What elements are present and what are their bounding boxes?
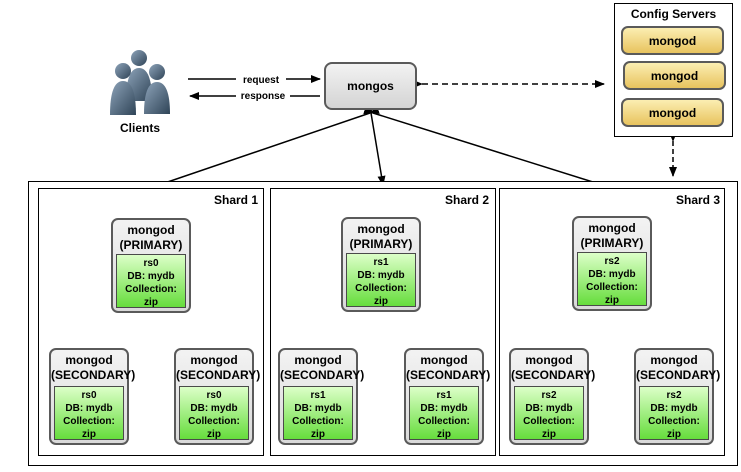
replica-set-label: rs2 <box>604 256 620 267</box>
replica-data: rs1 DB: mydb Collection: zip <box>346 253 416 307</box>
node-role: (SECONDARY) <box>51 368 136 382</box>
node-role: (SECONDARY) <box>406 368 491 382</box>
replica-set-label: rs0 <box>81 390 97 401</box>
replica-data: rs1 DB: mydb Collection: zip <box>283 386 353 440</box>
config-server-1: mongod <box>621 26 724 55</box>
config-server-label: mongod <box>648 105 697 120</box>
node-role: (PRIMARY) <box>580 236 644 250</box>
shard-1-primary-node: mongod(PRIMARY) rs0 DB: mydb Collection:… <box>111 218 191 313</box>
shard-3-primary-node: mongod(PRIMARY) rs2 DB: mydb Collection:… <box>572 216 652 311</box>
replica-data: rs2 DB: mydb Collection: zip <box>639 386 709 440</box>
collection-label: Collection: zip <box>648 416 700 440</box>
replica-set-label: rs1 <box>310 390 326 401</box>
shard-1-title: Shard 1 <box>214 193 259 207</box>
shard-3-title: Shard 3 <box>676 193 721 207</box>
replica-set-label: rs1 <box>436 390 452 401</box>
replica-set-label: rs2 <box>541 390 557 401</box>
node-role: (PRIMARY) <box>349 237 413 251</box>
shard-1-secondary-node-2: mongod(SECONDARY) rs0 DB: mydb Collectio… <box>174 348 260 445</box>
replica-data: rs0 DB: mydb Collection: zip <box>116 254 186 308</box>
node-name: mongod <box>190 353 238 367</box>
replica-data: rs0 DB: mydb Collection: zip <box>54 386 124 440</box>
config-servers-title: Config Servers <box>630 7 717 21</box>
shard-1-secondary-node-1: mongod(SECONDARY) rs0 DB: mydb Collectio… <box>49 348 135 445</box>
node-role: (SECONDARY) <box>280 368 365 382</box>
db-label: DB: mydb <box>420 403 468 414</box>
replica-data: rs0 DB: mydb Collection: zip <box>179 386 249 440</box>
mongos-shard3-arrow <box>363 106 613 190</box>
node-name: mongod <box>357 222 405 236</box>
collection-label: Collection: zip <box>63 416 115 440</box>
shard-3-secondary-node-1: mongod(SECONDARY) rs2 DB: mydb Collectio… <box>509 348 595 445</box>
config-server-3: mongod <box>621 98 724 127</box>
node-name: mongod <box>588 221 636 235</box>
node-role: (SECONDARY) <box>636 368 721 382</box>
node-name: mongod <box>127 223 175 237</box>
shard-2-primary-node: mongod(PRIMARY) rs1 DB: mydb Collection:… <box>341 217 421 312</box>
db-label: DB: mydb <box>588 269 636 280</box>
collection-label: Collection: zip <box>125 284 177 308</box>
config-server-label: mongod <box>650 68 699 83</box>
config-server-2: mongod <box>623 61 726 90</box>
replica-set-label: rs1 <box>373 257 389 268</box>
db-label: DB: mydb <box>525 403 573 414</box>
node-name: mongod <box>294 353 342 367</box>
response-label: response <box>236 91 290 102</box>
shard-2-title: Shard 2 <box>445 193 490 207</box>
replica-set-label: rs2 <box>666 390 682 401</box>
request-label: request <box>236 75 286 86</box>
db-label: DB: mydb <box>127 271 175 282</box>
node-name: mongod <box>525 353 573 367</box>
config-server-label: mongod <box>648 33 697 48</box>
node-role: (SECONDARY) <box>511 368 596 382</box>
node-name: mongod <box>420 353 468 367</box>
node-name: mongod <box>650 353 698 367</box>
node-role: (SECONDARY) <box>176 368 261 382</box>
mongos-router: mongos <box>324 62 417 110</box>
collection-label: Collection: zip <box>586 282 638 306</box>
mongos-shard1-arrow <box>149 106 380 189</box>
replica-set-label: rs0 <box>206 390 222 401</box>
mongos-label: mongos <box>347 79 394 93</box>
db-label: DB: mydb <box>357 270 405 281</box>
mongos-shard2-arrow <box>365 103 386 186</box>
replica-data: rs1 DB: mydb Collection: zip <box>409 386 479 440</box>
collection-label: Collection: zip <box>355 283 407 307</box>
collection-label: Collection: zip <box>418 416 470 440</box>
db-label: DB: mydb <box>294 403 342 414</box>
db-label: DB: mydb <box>65 403 113 414</box>
shard-2-secondary-node-2: mongod(SECONDARY) rs1 DB: mydb Collectio… <box>404 348 490 445</box>
db-label: DB: mydb <box>650 403 698 414</box>
db-label: DB: mydb <box>190 403 238 414</box>
shard-3-secondary-node-2: mongod(SECONDARY) rs2 DB: mydb Collectio… <box>634 348 720 445</box>
collection-label: Collection: zip <box>523 416 575 440</box>
replica-set-label: rs0 <box>143 258 159 269</box>
shard-2-secondary-node-1: mongod(SECONDARY) rs1 DB: mydb Collectio… <box>278 348 364 445</box>
clients-label: Clients <box>119 121 160 135</box>
collection-label: Collection: zip <box>292 416 344 440</box>
clients-icon <box>110 50 170 115</box>
replica-data: rs2 DB: mydb Collection: zip <box>577 252 647 306</box>
replica-data: rs2 DB: mydb Collection: zip <box>514 386 584 440</box>
node-name: mongod <box>65 353 113 367</box>
node-role: (PRIMARY) <box>119 238 183 252</box>
collection-label: Collection: zip <box>188 416 240 440</box>
